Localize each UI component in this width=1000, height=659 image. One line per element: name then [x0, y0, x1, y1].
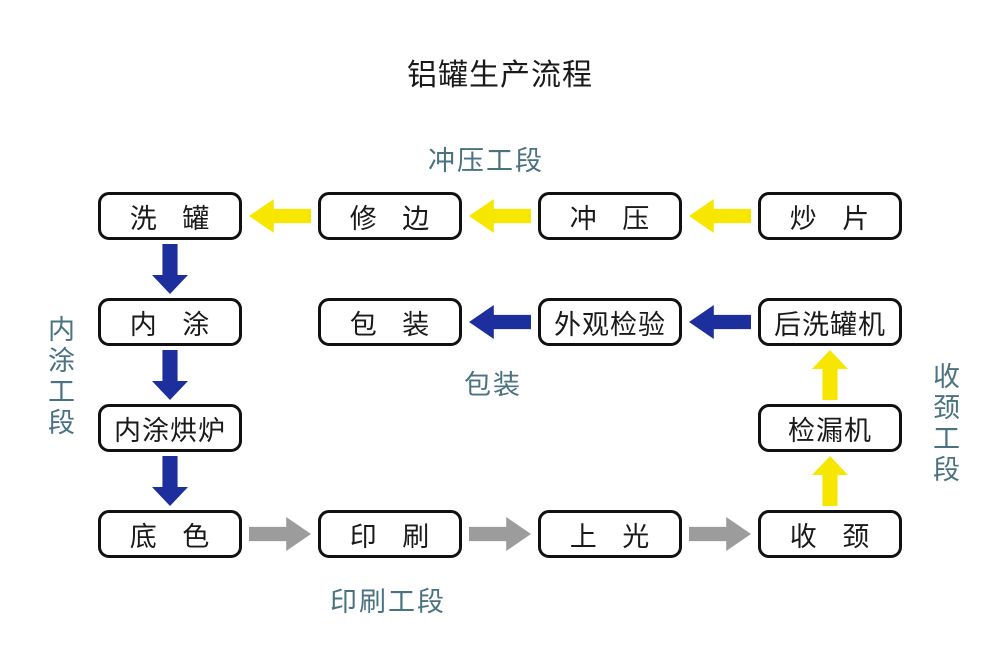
section-label-necking: 收颈工段	[929, 362, 959, 486]
node-base-coat: 底 色	[98, 510, 242, 558]
node-cupping: 炒 片	[758, 192, 902, 240]
section-label-packing: 包装	[464, 370, 522, 400]
section-label-stamping: 冲压工段	[428, 146, 544, 176]
page-title: 铝罐生产流程	[407, 59, 593, 92]
arrow-left-icon	[249, 199, 311, 233]
node-label: 包 装	[349, 309, 431, 340]
node-inner-coating: 内 涂	[98, 298, 242, 346]
arrow-right-icon	[469, 517, 531, 551]
node-label: 印 刷	[349, 521, 431, 552]
arrow-down-icon	[152, 244, 188, 294]
arrow-right-icon	[249, 517, 311, 551]
node-label: 检漏机	[788, 415, 872, 446]
node-packing: 包 装	[318, 298, 462, 346]
node-printing: 印 刷	[318, 510, 462, 558]
arrow-right-icon	[689, 517, 751, 551]
node-can-washing: 洗 罐	[98, 192, 242, 240]
arrow-left-icon	[689, 199, 751, 233]
node-label: 收 颈	[789, 521, 871, 552]
node-visual-inspection: 外观检验	[538, 298, 682, 346]
arrow-left-icon	[689, 305, 751, 339]
node-trimming: 修 边	[318, 192, 462, 240]
node-coating-oven: 内涂烘炉	[98, 404, 242, 452]
node-varnishing: 上 光	[538, 510, 682, 558]
node-label: 内涂烘炉	[114, 415, 226, 446]
section-label-inner-coating: 内涂工段	[44, 315, 74, 439]
node-label: 修 边	[349, 203, 431, 234]
arrow-left-icon	[469, 199, 531, 233]
node-label: 后洗罐机	[774, 309, 886, 340]
node-label: 炒 片	[789, 203, 871, 234]
node-label: 底 色	[129, 521, 211, 552]
node-post-washer: 后洗罐机	[758, 298, 902, 346]
arrow-down-icon	[152, 456, 188, 506]
node-leak-tester: 检漏机	[758, 404, 902, 452]
node-label: 冲 压	[569, 203, 651, 234]
arrow-left-icon	[469, 305, 531, 339]
arrow-up-icon	[812, 350, 848, 400]
node-label: 洗 罐	[129, 203, 211, 234]
node-label: 上 光	[569, 521, 651, 552]
section-label-printing: 印刷工段	[330, 587, 446, 617]
arrow-up-icon	[812, 456, 848, 506]
arrow-down-icon	[152, 350, 188, 400]
node-necking: 收 颈	[758, 510, 902, 558]
node-stamping: 冲 压	[538, 192, 682, 240]
node-label: 内 涂	[129, 309, 211, 340]
node-label: 外观检验	[554, 309, 666, 340]
